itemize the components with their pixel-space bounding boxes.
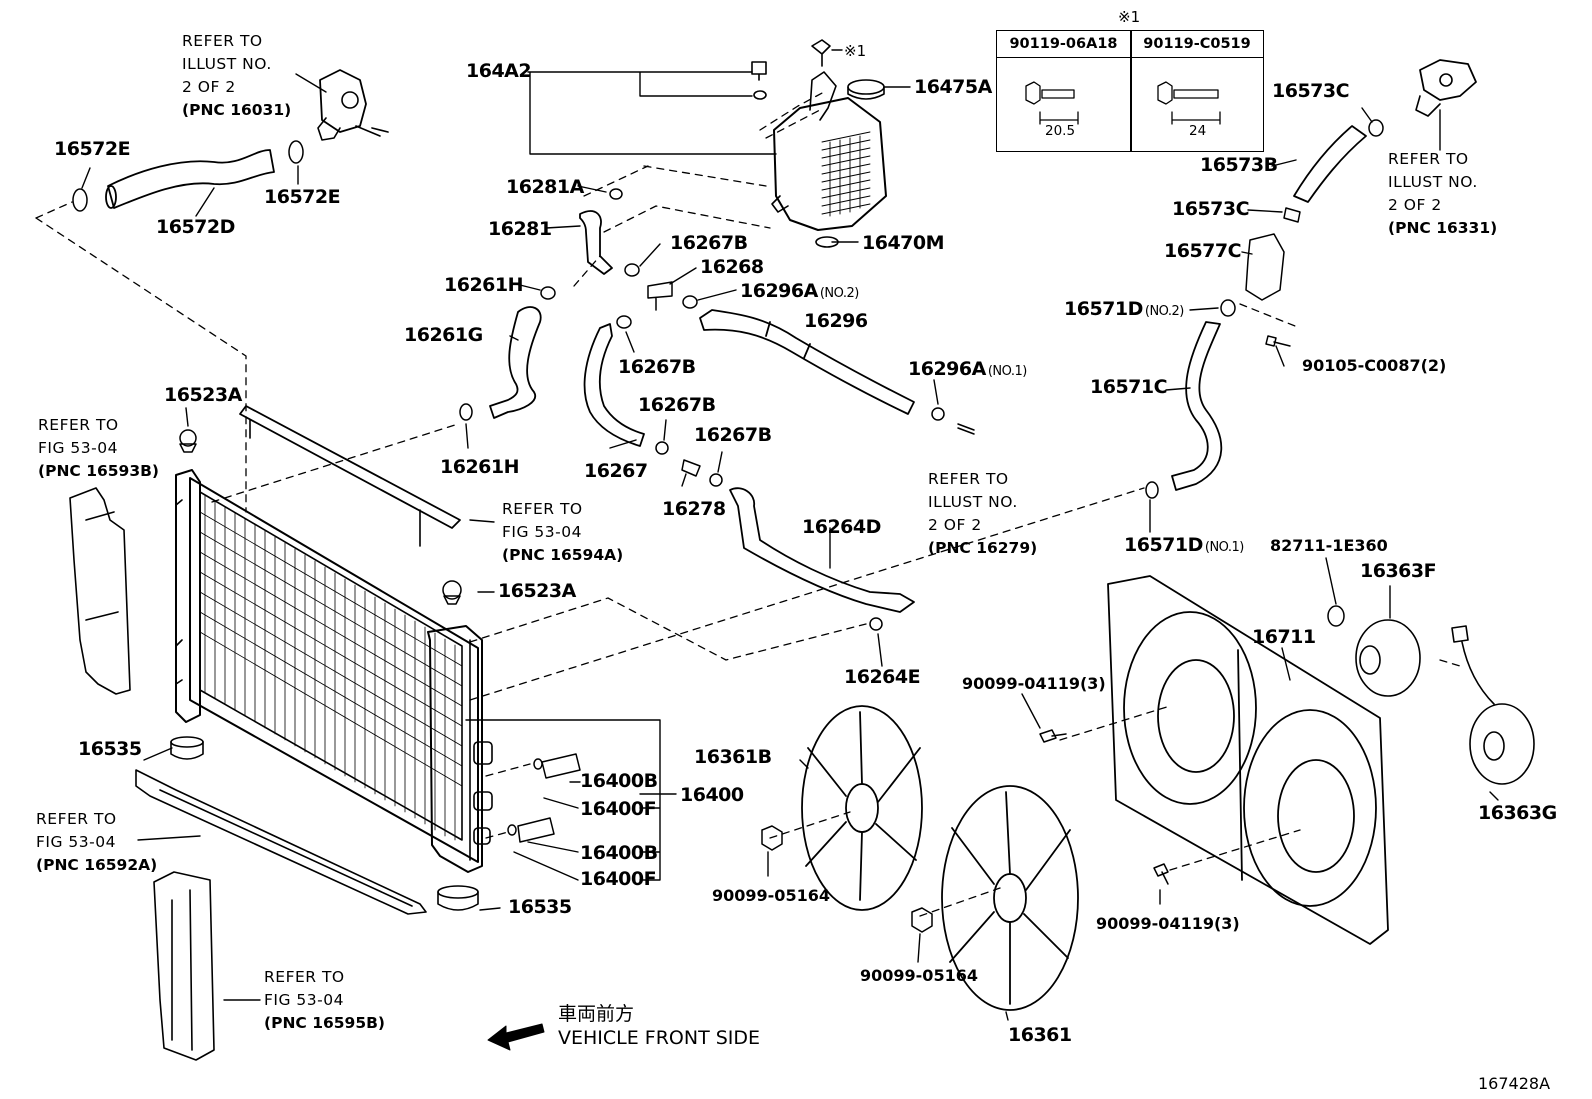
- label-16571D-no2[interactable]: 16571D(NO.2): [1064, 298, 1184, 320]
- fastener-table: 90119-06A18 90119-C0519 20.5 24: [996, 30, 1264, 152]
- label-16475A[interactable]: 16475A: [914, 76, 992, 98]
- table-mark: ※1: [1118, 8, 1141, 26]
- fastener-sketches: [1025, 81, 1221, 125]
- label-16264E[interactable]: 16264E: [844, 666, 921, 688]
- label-16267B-2[interactable]: 16267B: [618, 356, 696, 378]
- bolt-b-part-number: 90119-C0519: [1131, 31, 1263, 58]
- label-16296[interactable]: 16296: [804, 310, 868, 332]
- label-16535-top[interactable]: 16535: [78, 738, 142, 760]
- label-16267B-3[interactable]: 16267B: [638, 394, 716, 416]
- label-16523A-top[interactable]: 16523A: [164, 384, 242, 406]
- label-16572E-right[interactable]: 16572E: [264, 186, 341, 208]
- label-16572D[interactable]: 16572D: [156, 216, 235, 238]
- label-16281A[interactable]: 16281A: [506, 176, 584, 198]
- label-16264D[interactable]: 16264D: [802, 516, 881, 538]
- label-16400B-1[interactable]: 16400B: [580, 770, 658, 792]
- label-16577C[interactable]: 16577C: [1164, 240, 1242, 262]
- air-guides: [69, 487, 427, 1061]
- label-16571C[interactable]: 16571C: [1090, 376, 1168, 398]
- label-164A2[interactable]: 164A2: [466, 60, 532, 82]
- label-16261H-top[interactable]: 16261H: [444, 274, 524, 296]
- label-16535-bot[interactable]: 16535: [508, 896, 572, 918]
- label-16523A-mid[interactable]: 16523A: [498, 580, 576, 602]
- label-16571D-no1[interactable]: 16571D(NO.1): [1124, 534, 1244, 556]
- label-16267B-1[interactable]: 16267B: [670, 232, 748, 254]
- label-16281[interactable]: 16281: [488, 218, 552, 240]
- label-16278[interactable]: 16278: [662, 498, 726, 520]
- bolt-a-length: 20.5: [1045, 123, 1076, 139]
- label-90099-05164-b[interactable]: 90099-05164: [860, 966, 978, 985]
- reservoir-tank: [751, 39, 887, 248]
- drawing-number: 167428A: [1478, 1074, 1551, 1093]
- label-16361[interactable]: 16361: [1008, 1024, 1072, 1046]
- label-90099-04119-a[interactable]: 90099-04119(3): [962, 674, 1106, 693]
- label-16400[interactable]: 16400: [680, 784, 744, 806]
- label-16573B[interactable]: 16573B: [1200, 154, 1278, 176]
- label-90099-05164-a[interactable]: 90099-05164: [712, 886, 830, 905]
- radiator-assembly: [175, 405, 493, 873]
- label-16296A-no1[interactable]: 16296A(NO.1): [908, 358, 1027, 380]
- label-16573C-mid[interactable]: 16573C: [1172, 198, 1250, 220]
- label-16267[interactable]: 16267: [584, 460, 648, 482]
- water-outlet-housing: [317, 69, 389, 141]
- label-16261G[interactable]: 16261G: [404, 324, 483, 346]
- leader-lines: [81, 49, 1499, 1021]
- water-inlet-housing: [1415, 59, 1477, 117]
- label-16268[interactable]: 16268: [700, 256, 764, 278]
- vehicle-front-arrow: [487, 1023, 545, 1051]
- label-16470M[interactable]: 16470M: [862, 232, 945, 254]
- vehicle-front-jp: 車両前方: [558, 1003, 635, 1025]
- label-16261H-bot[interactable]: 16261H: [440, 456, 520, 478]
- label-16400F-1[interactable]: 16400F: [580, 798, 657, 820]
- label-mark1: ※1: [844, 42, 867, 60]
- radiator-caps: [170, 736, 479, 911]
- label-16361B[interactable]: 16361B: [694, 746, 772, 768]
- label-16573C-top[interactable]: 16573C: [1272, 80, 1350, 102]
- label-16363F[interactable]: 16363F: [1360, 560, 1437, 582]
- fans: [801, 705, 1079, 1011]
- label-16711[interactable]: 16711: [1252, 626, 1316, 648]
- dashed-lines: [35, 91, 1461, 917]
- label-16572E-left[interactable]: 16572E: [54, 138, 131, 160]
- vehicle-front-note: 車両前方 VEHICLE FRONT SIDE: [558, 1002, 760, 1050]
- clamps: [72, 119, 1384, 933]
- table-divider: [1130, 31, 1132, 151]
- bolt-b-length: 24: [1189, 123, 1207, 139]
- label-16267B-4[interactable]: 16267B: [694, 424, 772, 446]
- fan-shroud: [1107, 575, 1389, 945]
- label-16296A-no2[interactable]: 16296A(NO.2): [740, 280, 859, 302]
- vehicle-front-en: VEHICLE FRONT SIDE: [558, 1027, 761, 1049]
- fan-motors: [1355, 619, 1535, 785]
- bolt-a-part-number: 90119-06A18: [997, 31, 1131, 58]
- label-90099-04119-b[interactable]: 90099-04119(3): [1096, 914, 1240, 933]
- label-16400F-2[interactable]: 16400F: [580, 868, 657, 890]
- label-82711-1E360[interactable]: 82711-1E360: [1270, 536, 1388, 555]
- label-90105-C0087[interactable]: 90105-C0087(2): [1302, 356, 1447, 375]
- label-16363G[interactable]: 16363G: [1478, 802, 1557, 824]
- label-16400B-2[interactable]: 16400B: [580, 842, 658, 864]
- hoses: [105, 125, 1367, 613]
